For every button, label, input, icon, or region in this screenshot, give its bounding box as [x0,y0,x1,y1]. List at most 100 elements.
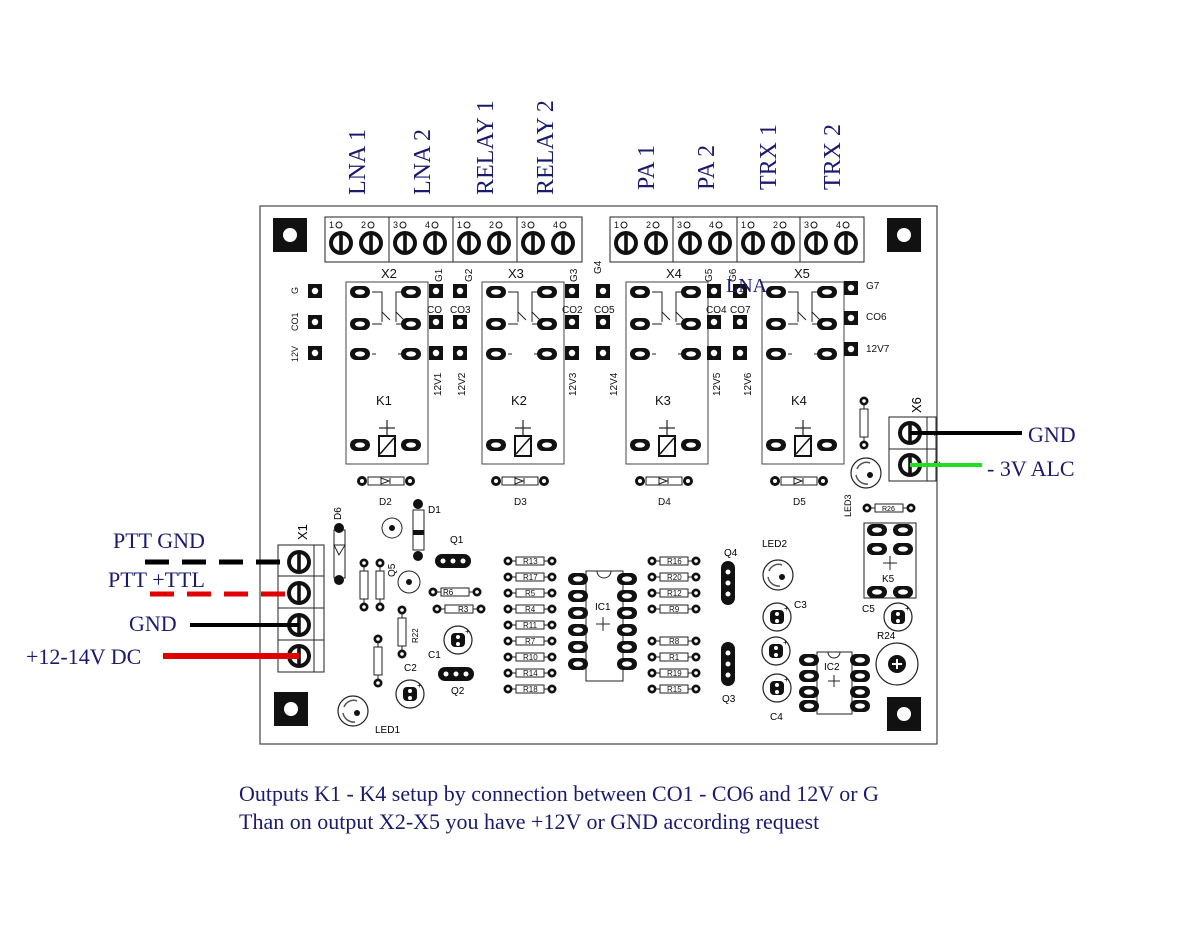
led2 [762,559,794,591]
led2-label: LED2 [762,539,787,550]
transistor-q3-label: Q3 [722,694,736,705]
overlay-lna-text: LNA [726,275,768,297]
ic2-label: IC2 [824,662,840,673]
svg-text:R14: R14 [523,669,538,678]
pad-label-co3: CO3 [450,305,471,316]
svg-text:R13: R13 [523,557,538,566]
ic1 [568,570,637,682]
diode-d6 [333,523,346,585]
connector-x6: 1 2 [888,416,941,482]
diode-d1-label: D1 [428,505,441,516]
svg-text:R11: R11 [523,621,538,630]
capacitor-c4 [762,673,792,703]
led3 [850,457,882,489]
relay-k1-label: K1 [376,393,392,408]
capacitor-c3-label: C3 [794,600,807,611]
svg-text:2: 2 [489,220,494,230]
pad-label-co: CO [427,305,442,316]
diode-d2-label: D2 [379,497,392,508]
svg-text:3: 3 [677,220,682,230]
svg-text:R15: R15 [667,685,682,694]
pad-label-12v: 12V [290,346,300,362]
pad-label-g3: G3 [569,268,580,282]
alc-label-x6: - 3V ALC [987,456,1075,481]
transistor-q1-label: Q1 [450,535,464,546]
svg-text:4: 4 [836,220,841,230]
ptt-ttl-label: PTT +TTL [108,567,205,592]
pad-label-co5: CO5 [594,305,615,316]
capacitor-c3 [762,602,792,632]
svg-text:R17: R17 [523,573,538,582]
relay-k2 [482,282,564,464]
led1-label: LED1 [375,725,400,736]
relay-k4-label: K4 [791,393,807,408]
transistor-q5 [381,517,421,594]
pad-label-g7: G7 [866,281,880,292]
label-trx1: TRX 1 [756,124,782,190]
svg-text:2: 2 [361,220,366,230]
transistor-q4-label: Q4 [724,548,738,559]
capacitor-c2 [395,679,425,709]
transistor-q1 [435,554,471,568]
note-line-1: Outputs K1 - K4 setup by connection betw… [239,781,879,806]
mounting-hole [274,692,308,726]
pad-label-12v1: 12V1 [433,372,444,396]
svg-text:R5: R5 [525,589,536,598]
svg-text:1: 1 [614,220,619,230]
pad-label-g: G [290,287,300,294]
pad-label-co1: CO1 [290,312,300,331]
svg-text:R16: R16 [667,557,682,566]
svg-text:R12: R12 [667,589,682,598]
pad-label-g1: G1 [434,268,445,282]
svg-text:4: 4 [709,220,714,230]
svg-text:R8: R8 [669,637,680,646]
note-line-2: Than on output X2-X5 you have +12V or GN… [239,809,819,834]
led3-label: LED3 [843,494,853,517]
power-label: +12-14V DC [26,644,141,669]
resistor-r3-label: R3 [458,605,469,614]
pad-label-g6: G6 [728,268,739,282]
svg-text:3: 3 [804,220,809,230]
pad-label-g5: G5 [704,268,715,282]
diode-d5-label: D5 [793,497,806,508]
label-pa1: PA 1 [634,145,660,190]
pad-label-12v6: 12V6 [743,372,754,396]
resistor-column-a: R13 R17 R5 R4 R11 R7 R10 R14 R18 [503,556,557,694]
label-lna2: LNA 2 [410,129,436,195]
relay-k5 [863,522,917,599]
connector-x1-label: X1 [295,524,310,540]
capacitor-c2-label: C2 [404,663,417,674]
capacitor-c4-label: C4 [770,712,783,723]
label-pa2: PA 2 [694,145,720,190]
led1 [337,695,369,727]
svg-text:1: 1 [329,220,334,230]
pad-label-co2: CO2 [562,305,583,316]
resistor-r24-label: R24 [877,631,896,642]
pad-label-g2: G2 [464,268,475,282]
label-relay2: RELAY 2 [533,100,559,195]
svg-text:R7: R7 [525,637,536,646]
connector-x4-label: X4 [666,266,682,281]
svg-text:R1: R1 [669,653,680,662]
transistor-q2 [438,667,474,681]
pad-label-12v7: 12V7 [866,344,890,355]
capacitor-c5 [883,602,913,632]
ic2 [799,651,870,715]
resistor-column-b: R16 R20 R12 R9 R8 R1 R19 R15 [647,556,701,694]
svg-text:4: 4 [425,220,430,230]
relay-k5-label: K5 [882,574,895,585]
diode-d1 [412,499,425,561]
resistor-r6-label: R6 [443,588,454,597]
pad-label-co4: CO4 [706,305,727,316]
svg-text:R10: R10 [523,653,538,662]
transistor-q2-label: Q2 [451,686,465,697]
svg-text:R19: R19 [667,669,682,678]
relay-k2-label: K2 [511,393,527,408]
relay-k4 [762,282,844,464]
label-relay1: RELAY 1 [473,100,499,195]
svg-text:3: 3 [521,220,526,230]
diode-d3-label: D3 [514,497,527,508]
pad-label-12v3: 12V3 [568,372,579,396]
